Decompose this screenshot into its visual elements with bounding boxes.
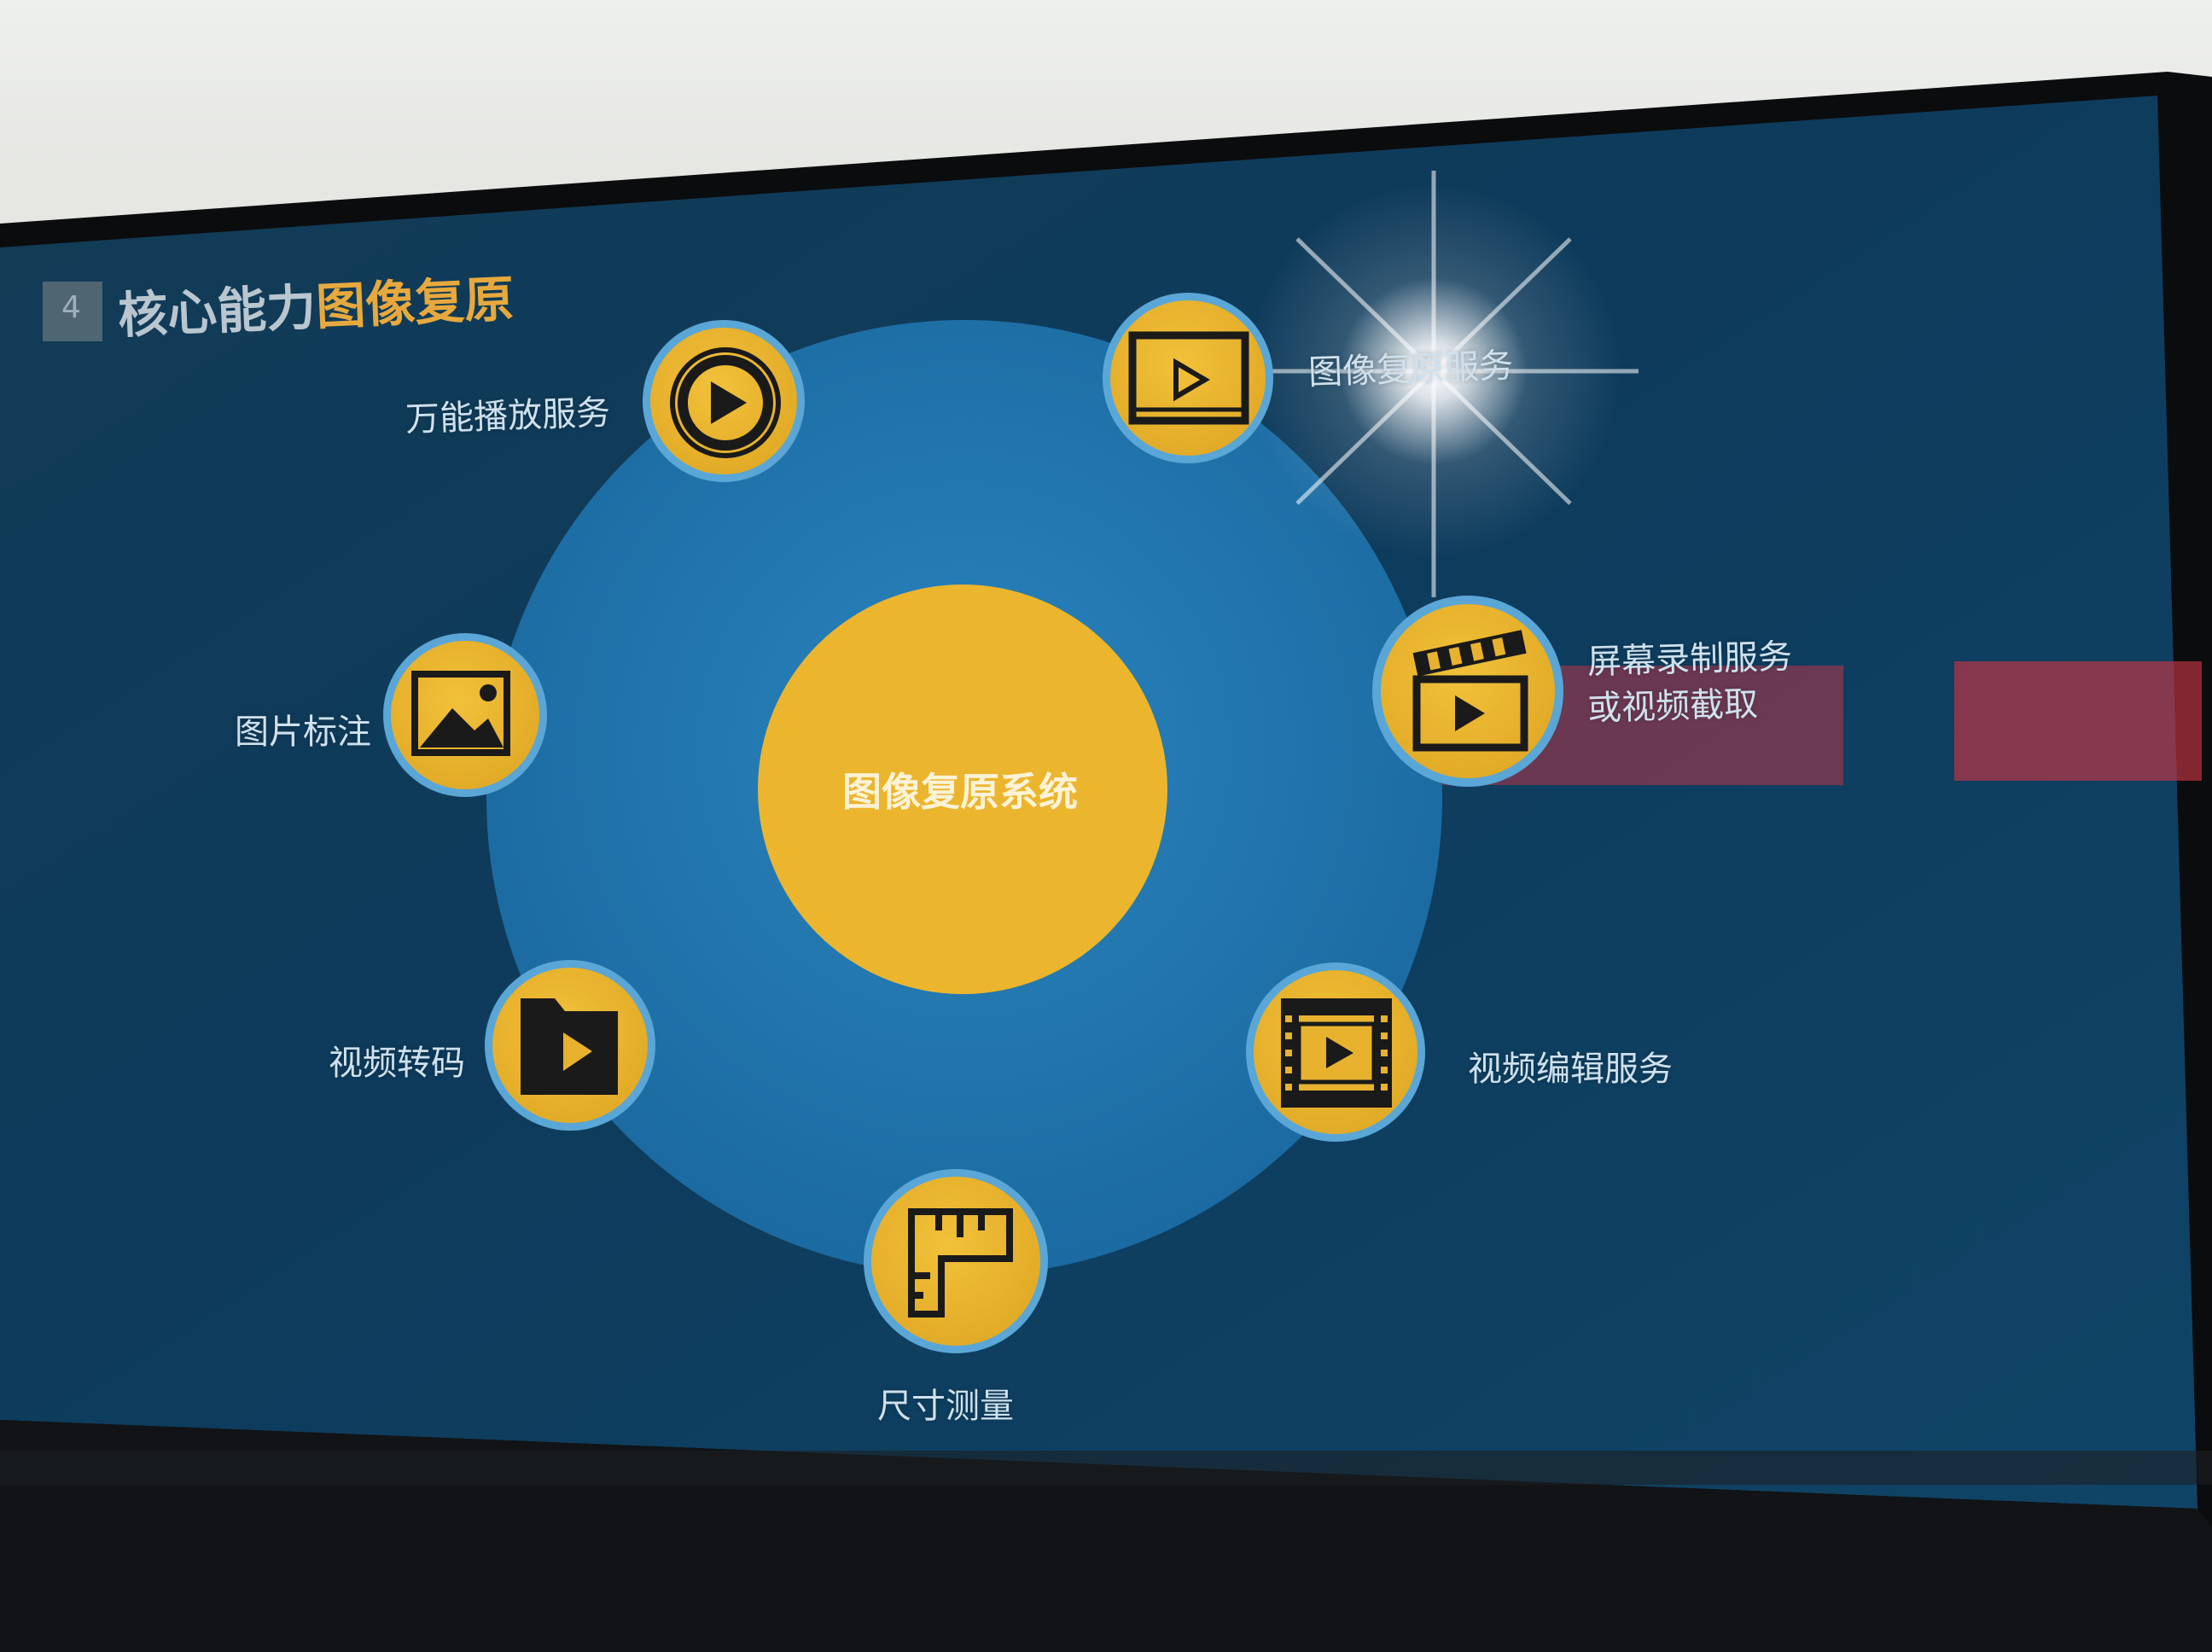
screen-play-icon — [1128, 331, 1249, 425]
item-film-frame — [1246, 963, 1425, 1142]
item-play-circle — [643, 320, 805, 482]
ruler-icon — [908, 1208, 1013, 1318]
bezel-reflection — [0, 1451, 2212, 1485]
item-clapperboard — [1372, 596, 1563, 787]
item-screen-play — [1103, 293, 1273, 463]
item-ruler — [864, 1169, 1048, 1353]
center-circle — [758, 585, 1167, 994]
image-icon — [411, 671, 510, 756]
play-circle-icon — [670, 347, 781, 458]
item-image — [383, 633, 547, 797]
film-frame-icon — [1281, 998, 1392, 1108]
folder-play-icon — [521, 998, 618, 1095]
reflection-red-block — [1954, 661, 2202, 781]
glare-rays — [1229, 171, 1639, 597]
clapperboard-icon — [1412, 630, 1528, 752]
item-folder-play — [485, 960, 655, 1131]
section-number-box — [43, 282, 102, 341]
